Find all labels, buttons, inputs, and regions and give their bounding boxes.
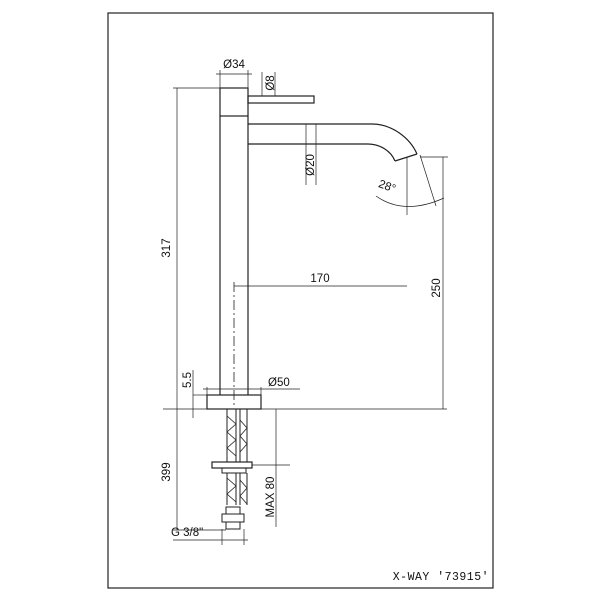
dim-d34: Ø34 bbox=[216, 59, 252, 88]
dim-g38-label: G 3/8" bbox=[171, 527, 203, 539]
dim-250-label: 250 bbox=[431, 278, 443, 297]
dim-d8-label: Ø8 bbox=[265, 75, 277, 90]
dim-5-5-label: 5.5 bbox=[182, 372, 194, 388]
dim-max80-label: MAX 80 bbox=[265, 477, 277, 518]
faucet-body bbox=[206, 87, 418, 410]
dim-angle: 28° bbox=[375, 154, 445, 215]
dim-317: 317 bbox=[161, 87, 220, 409]
supply-hoses bbox=[211, 409, 253, 530]
dim-250: 250 bbox=[420, 156, 448, 409]
dim-d20: Ø20 bbox=[305, 124, 317, 185]
drawing-frame bbox=[107, 12, 494, 589]
dim-399: 399 bbox=[161, 409, 226, 531]
dim-d50-label: Ø50 bbox=[268, 377, 290, 389]
dim-max80: MAX 80 bbox=[252, 409, 290, 527]
dim-d50: Ø50 bbox=[203, 377, 300, 395]
dim-d34-label: Ø34 bbox=[223, 59, 245, 71]
dim-399-label: 399 bbox=[161, 462, 173, 481]
dim-5-5: 5.5 bbox=[182, 370, 207, 418]
dim-angle-label: 28° bbox=[377, 178, 397, 195]
dim-d8: Ø8 bbox=[261, 72, 277, 96]
dim-170-label: 170 bbox=[310, 273, 329, 285]
dim-170: 170 bbox=[234, 273, 407, 287]
dim-d20-label: Ø20 bbox=[305, 154, 317, 176]
dim-317-label: 317 bbox=[161, 238, 173, 257]
dim-g38: G 3/8" bbox=[171, 527, 248, 545]
title-block-label: X-WAY '73915' bbox=[393, 571, 489, 584]
